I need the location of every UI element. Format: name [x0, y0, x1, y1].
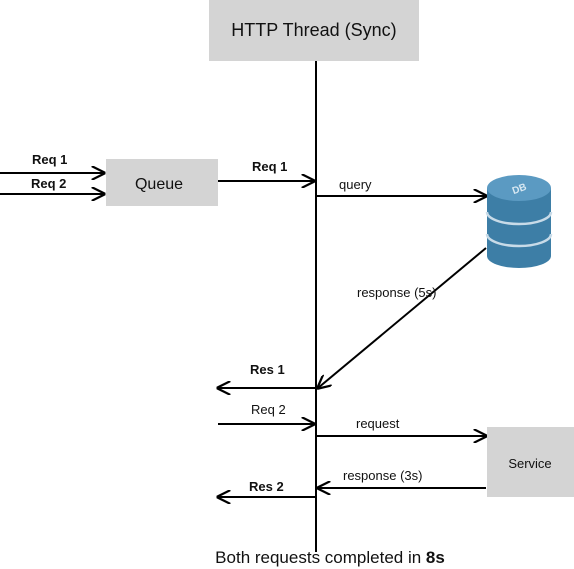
db-label: DB	[511, 182, 528, 197]
caption-highlight: 8s	[426, 548, 445, 567]
service-label: Service	[508, 456, 551, 471]
db-response-label: response (5s)	[357, 285, 436, 300]
http-thread-box	[209, 0, 419, 61]
service-box	[487, 427, 574, 497]
incoming-req2-label: Req 2	[31, 176, 66, 191]
database-icon: DB	[485, 175, 553, 268]
query-label: query	[339, 177, 372, 192]
thread-req2-label: Req 2	[251, 402, 286, 417]
service-response-label: response (3s)	[343, 468, 422, 483]
service-request-label: request	[356, 416, 400, 431]
queue-to-thread-label: Req 1	[252, 159, 287, 174]
res1-label: Res 1	[250, 362, 285, 377]
caption: Both requests completed in 8s	[215, 548, 445, 567]
caption-text: Both requests completed in	[215, 548, 426, 567]
res2-label: Res 2	[249, 479, 284, 494]
queue-box	[106, 159, 218, 206]
incoming-req1-label: Req 1	[32, 152, 67, 167]
db-response-arrow	[318, 247, 487, 388]
queue-label: Queue	[135, 176, 183, 193]
http-thread-label: HTTP Thread (Sync)	[231, 20, 396, 40]
